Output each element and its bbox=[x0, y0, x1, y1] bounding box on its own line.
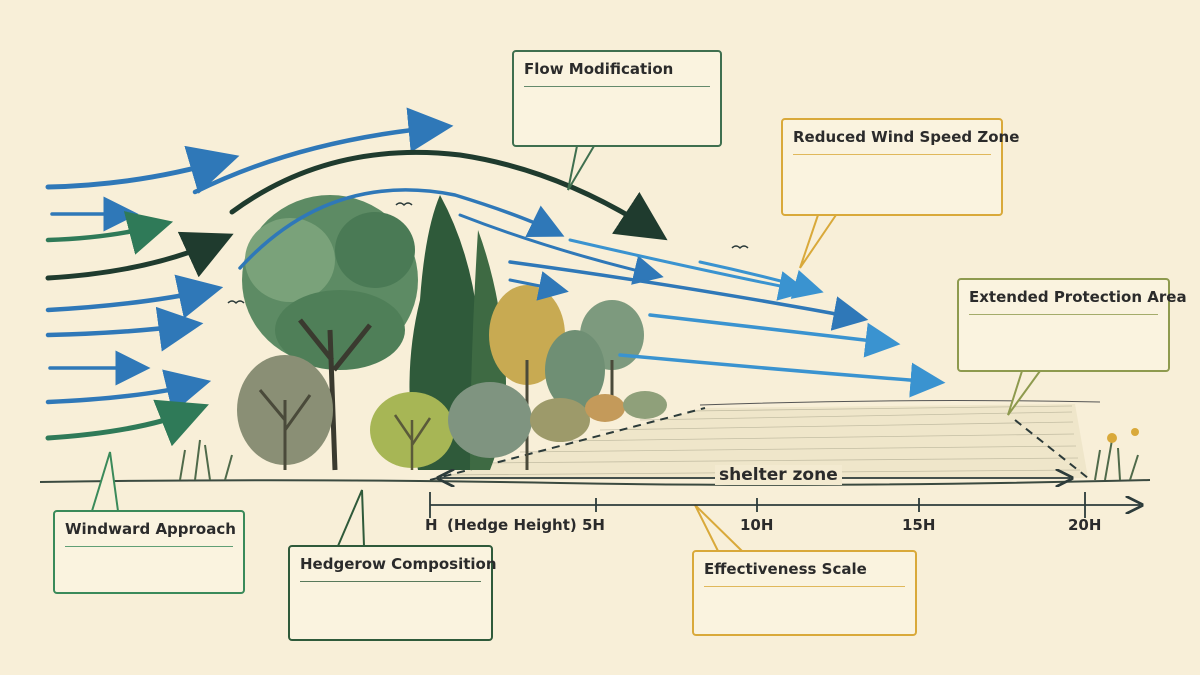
callout-title: Hedgerow Composition bbox=[300, 555, 497, 573]
hedgerow bbox=[179, 195, 1139, 481]
shelter-zone-label: shelter zone bbox=[715, 465, 842, 485]
callout-effectiveness-scale: Effectiveness Scale bbox=[692, 550, 917, 636]
callout-underline bbox=[300, 581, 481, 582]
scale-tick-10h: 10H bbox=[740, 516, 774, 534]
callout-underline bbox=[65, 546, 233, 547]
callout-title: Extended Protection Area bbox=[969, 288, 1187, 306]
scale-tick-5h: 5H bbox=[582, 516, 605, 534]
scale-tick-15h: 15H bbox=[902, 516, 936, 534]
scale-origin-note: (Hedge Height) bbox=[447, 516, 577, 534]
callout-title: Effectiveness Scale bbox=[704, 560, 867, 578]
callout-reduced-wind-speed-zone: Reduced Wind Speed Zone bbox=[781, 118, 1019, 216]
ground-line bbox=[39, 479, 1151, 486]
callout-underline bbox=[793, 154, 991, 155]
birds bbox=[227, 202, 749, 305]
callout-windward-approach: Windward Approach bbox=[53, 510, 245, 594]
callout-extended-protection-area: Extended Protection Area bbox=[957, 278, 1187, 372]
callout-underline bbox=[704, 586, 905, 587]
callout-underline bbox=[524, 86, 710, 87]
callout-flow-modification: Flow Modification bbox=[512, 50, 722, 147]
callout-title: Reduced Wind Speed Zone bbox=[793, 128, 1020, 146]
scale-origin-label: H bbox=[425, 516, 438, 534]
callout-title: Flow Modification bbox=[524, 60, 674, 78]
wind-arrows bbox=[45, 107, 946, 447]
callout-hedgerow-composition: Hedgerow Composition bbox=[288, 545, 497, 641]
scale-tick-20h: 20H bbox=[1068, 516, 1102, 534]
callout-underline bbox=[969, 314, 1158, 315]
callout-title: Windward Approach bbox=[65, 520, 236, 538]
